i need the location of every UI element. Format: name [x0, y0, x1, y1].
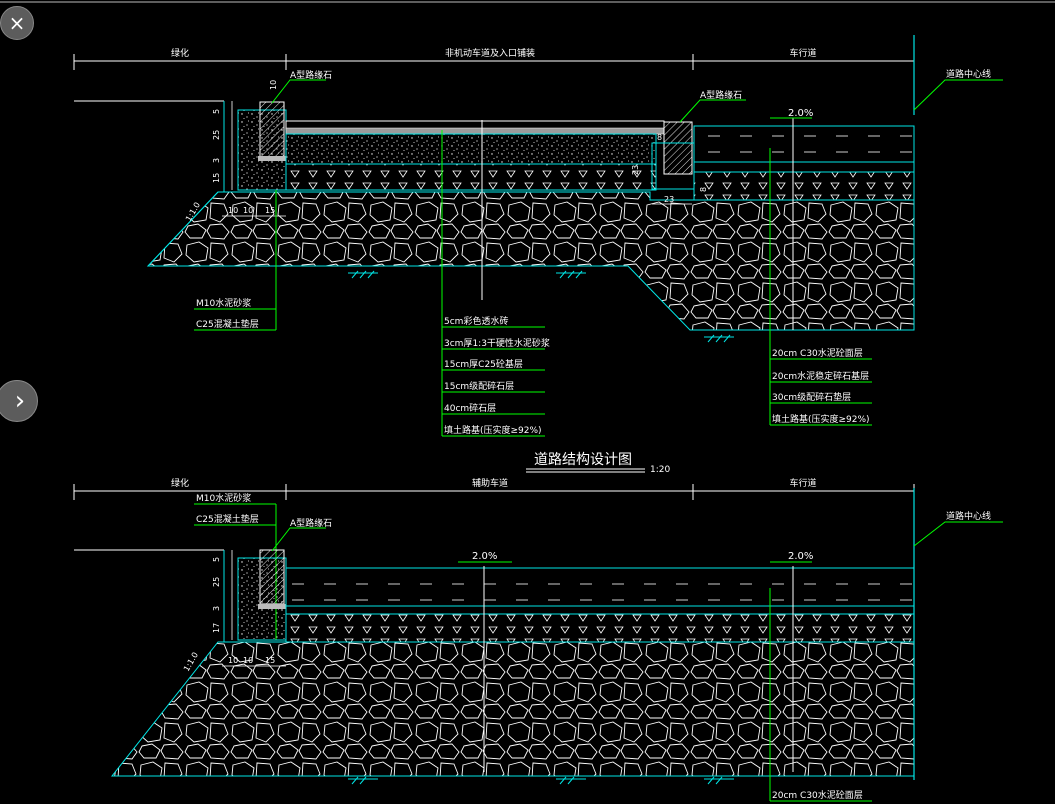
upper-dim-v0: 5 [212, 109, 221, 114]
upper-dim-curb-3: 23 [664, 195, 674, 204]
lower-slope-middle: 2.0% [472, 551, 497, 562]
upper-mid-note-4: 40cm碎石层 [444, 402, 496, 414]
lower-left-note-0: M10水泥砂浆 [196, 492, 251, 504]
close-icon: × [8, 11, 26, 35]
upper-section: 绿化 非机动车道及入口铺装 车行道 道路中心线 [73, 35, 1003, 437]
drawing-title: 道路结构设计图 [534, 452, 632, 468]
upper-zone-right: 车行道 [789, 47, 816, 59]
lower-centerline-label: 道路中心线 [946, 510, 991, 522]
lower-dim-b1: 10 [243, 656, 253, 665]
upper-zone-middle: 非机动车道及入口铺装 [445, 47, 535, 59]
lower-dim-b0: 10 [228, 656, 238, 665]
upper-dim-b2: 15 [265, 206, 275, 215]
upper-right-note-2: 30cm级配碎石垫层 [772, 391, 851, 403]
upper-dim-curb-0: 8 [657, 133, 662, 142]
lower-left-note-1: C25混凝土垫层 [196, 513, 259, 525]
chevron-right-icon: › [14, 386, 26, 416]
upper-dim-curb-1: 23 [631, 165, 640, 175]
lower-right-note: 20cm C30水泥砼面层 [772, 789, 863, 801]
upper-left-note-0: M10水泥砂浆 [196, 297, 251, 309]
lower-curb-left-label: A型路缘石 [290, 517, 332, 529]
upper-right-note-0: 20cm C30水泥砼面层 [772, 347, 863, 359]
upper-right-note-3: 填土路基(压实度≥92%) [772, 413, 870, 425]
lower-slope-right: 2.0% [788, 551, 813, 562]
upper-dim-v2: 3 [212, 158, 221, 163]
upper-slope: 2.0% [788, 108, 813, 119]
drawing-scale: 1:20 [650, 465, 670, 475]
upper-mid-note-5: 填土路基(压实度≥92%) [444, 424, 542, 436]
lower-zone-middle: 辅助车道 [472, 477, 508, 489]
lower-dim-v0: 5 [212, 557, 221, 562]
upper-curb-right-label: A型路缘石 [700, 89, 742, 101]
lower-dim-v1: 25 [212, 577, 221, 587]
lower-zone-right: 车行道 [789, 477, 816, 489]
upper-mid-note-1: 3cm厚1:3干硬性水泥砂浆 [444, 337, 550, 349]
upper-mid-note-0: 5cm彩色透水砖 [444, 315, 508, 327]
upper-zone-left: 绿化 [171, 47, 189, 59]
upper-dim-top: 10 [269, 80, 278, 90]
lower-dim-v2: 3 [212, 606, 221, 611]
upper-dim-v1: 25 [212, 130, 221, 140]
upper-left-note-1: C25混凝土垫层 [196, 318, 259, 330]
upper-centerline-label: 道路中心线 [946, 68, 991, 80]
close-button[interactable]: × [0, 6, 34, 40]
upper-curb-left-label: A型路缘石 [290, 69, 332, 81]
lower-dim-v3: 17 [212, 623, 221, 633]
next-button[interactable]: › [0, 380, 38, 422]
lower-dim-b2: 15 [265, 656, 275, 665]
upper-mid-note-3: 15cm级配碎石层 [444, 380, 514, 392]
lower-section: 绿化 辅助车道 车行道 道路中心线 M10水泥砂浆 C25混凝土垫层 A型路缘石… [73, 477, 1003, 802]
upper-dim-b0: 10 [228, 206, 238, 215]
upper-dim-curb-2: 8 [699, 187, 708, 192]
upper-mid-note-2: 15cm厚C25砼基层 [444, 358, 523, 370]
upper-right-note-1: 20cm水泥稳定碎石基层 [772, 370, 869, 382]
upper-dim-v3: 15 [212, 173, 221, 183]
upper-dim-b1: 10 [243, 206, 253, 215]
lower-zone-left: 绿化 [171, 477, 189, 489]
